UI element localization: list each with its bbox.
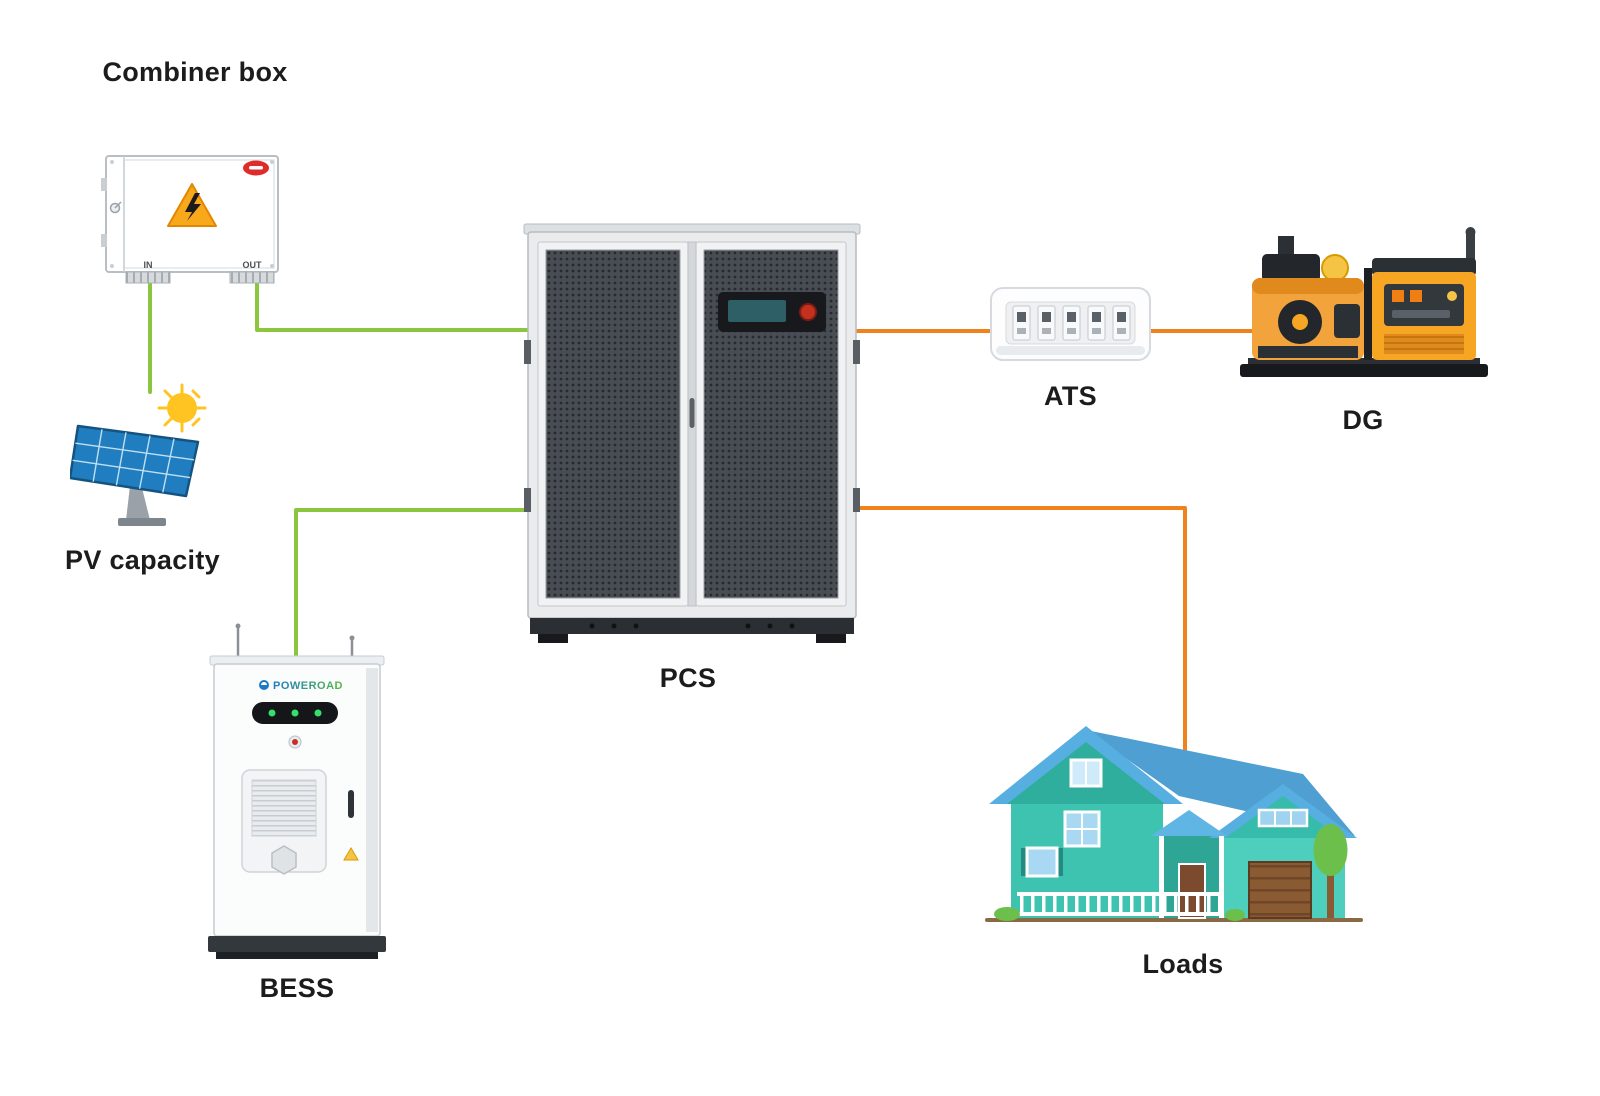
attic-window xyxy=(1069,758,1103,788)
hinge xyxy=(524,340,531,364)
pv-label: PV capacity xyxy=(65,545,220,575)
bush-icon xyxy=(1225,909,1245,921)
pcs-control-panel xyxy=(718,292,826,332)
hinge xyxy=(101,178,107,191)
pcs-label: PCS xyxy=(659,663,717,693)
upper-window xyxy=(1063,810,1101,848)
ats-label: ATS xyxy=(1044,381,1097,411)
pv-panel xyxy=(70,424,200,498)
in-terminal-strip xyxy=(125,271,171,284)
hinge xyxy=(853,340,860,364)
house-icon xyxy=(985,726,1363,922)
solar-panel-icon xyxy=(70,383,207,526)
status-led-strip xyxy=(252,702,338,724)
battery-cabinet-icon: POWEROAD xyxy=(208,623,386,959)
breaker-switches xyxy=(1012,305,1131,341)
engine-block xyxy=(1252,236,1364,360)
vent-panel xyxy=(241,769,327,875)
hinge xyxy=(101,234,107,247)
loads-label: Loads xyxy=(1142,949,1224,979)
pcs-display xyxy=(728,300,786,322)
pcs-emergency-button xyxy=(799,303,817,321)
door-handle xyxy=(689,398,695,428)
hinge xyxy=(853,488,860,512)
diesel-generator-icon xyxy=(1240,227,1488,377)
wire-combiner-to-pcs xyxy=(255,278,534,332)
bush-icon xyxy=(994,907,1020,921)
tree-icon xyxy=(1313,824,1348,918)
combiner-box-label: Combiner box xyxy=(102,57,288,87)
out-terminal-strip xyxy=(229,271,275,284)
inverter-cabinet-icon xyxy=(523,223,861,643)
shuttered-window xyxy=(1021,846,1063,878)
high-voltage-warning-icon xyxy=(167,183,217,227)
panel-stand xyxy=(126,486,150,520)
pcs-left-door xyxy=(537,241,689,607)
combiner-out-label: OUT xyxy=(243,260,263,270)
bess-label: BESS xyxy=(259,973,335,1003)
combiner-box-node: IN OUT xyxy=(100,146,285,288)
door-handle xyxy=(348,790,354,818)
sun-disc xyxy=(167,393,197,423)
porch-railing xyxy=(1017,892,1223,916)
loads-node xyxy=(983,712,1375,936)
combiner-box-icon: IN OUT xyxy=(101,155,279,284)
bess-node: POWEROAD xyxy=(202,622,392,967)
sun-icon xyxy=(157,383,207,433)
generator-canopy xyxy=(1364,227,1476,360)
hinge xyxy=(524,488,531,512)
dg-node xyxy=(1238,218,1490,390)
pv-node xyxy=(70,382,220,540)
combiner-in-label: IN xyxy=(144,260,153,270)
transfer-switch-icon xyxy=(990,287,1151,361)
ats-node xyxy=(988,276,1153,374)
pcs-node xyxy=(522,220,862,648)
bess-brand-text: POWEROAD xyxy=(273,680,343,692)
garage-door xyxy=(1248,861,1312,919)
garage-gable-window xyxy=(1257,808,1309,828)
warning-sticker-icon xyxy=(343,847,359,861)
dg-label: DG xyxy=(1342,405,1384,435)
